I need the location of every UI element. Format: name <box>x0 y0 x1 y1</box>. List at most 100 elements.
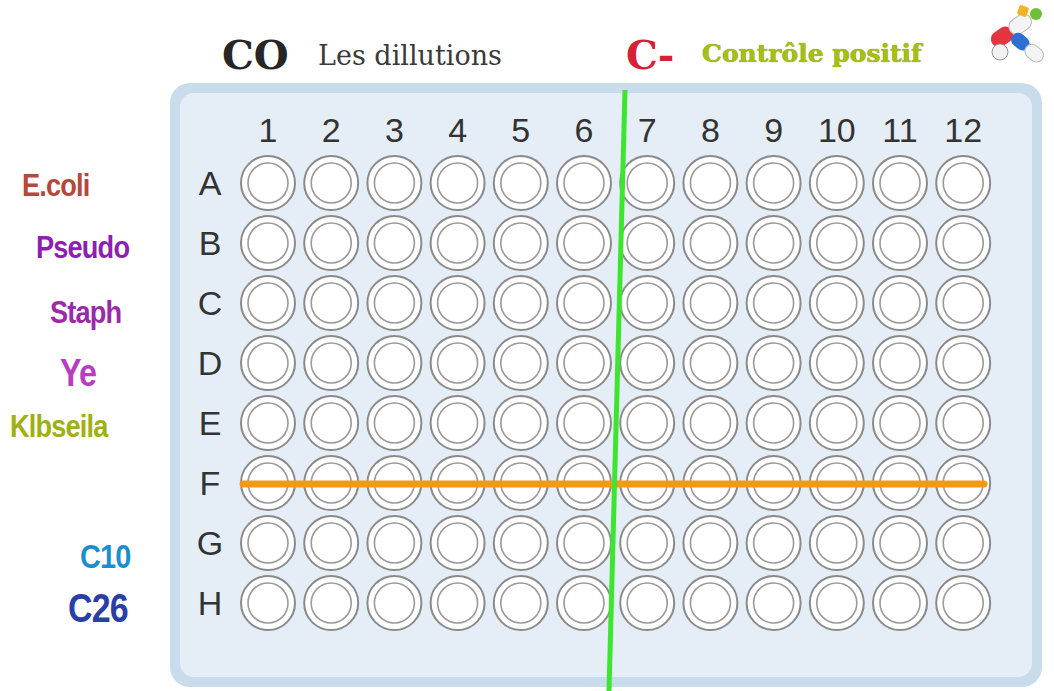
well-bottom <box>501 343 541 383</box>
well-bottom <box>374 343 414 383</box>
strain-label: Klbseila <box>10 410 108 442</box>
well-bottom <box>248 283 288 323</box>
well-bottom <box>817 583 857 623</box>
plate-frame <box>170 83 1042 687</box>
plate-surface <box>180 93 1032 677</box>
well <box>494 276 548 330</box>
well <box>747 576 801 630</box>
well-rim <box>494 276 548 330</box>
well-bottom <box>690 283 730 323</box>
row-letter: B <box>199 226 222 260</box>
well <box>431 396 485 450</box>
well-rim <box>241 276 295 330</box>
well-rim <box>810 156 864 210</box>
well <box>557 276 611 330</box>
well-rim <box>936 216 990 270</box>
well-rim <box>367 516 421 570</box>
well <box>620 276 674 330</box>
well-bottom <box>817 283 857 323</box>
well-bottom <box>627 403 667 443</box>
well-bottom <box>374 583 414 623</box>
well-rim <box>367 396 421 450</box>
header-label: CO <box>222 35 289 75</box>
well-rim <box>620 576 674 630</box>
well-bottom <box>817 223 857 263</box>
pill-icon <box>988 5 1047 65</box>
strain-label: C10 <box>80 539 130 573</box>
well-bottom <box>564 283 604 323</box>
well <box>873 276 927 330</box>
well-bottom <box>817 163 857 203</box>
well-rim <box>873 396 927 450</box>
well <box>810 216 864 270</box>
well <box>241 336 295 390</box>
well-bottom <box>690 523 730 563</box>
well-rim <box>557 516 611 570</box>
well-bottom <box>880 223 920 263</box>
well-bottom <box>311 583 351 623</box>
well <box>367 276 421 330</box>
well-bottom <box>943 223 983 263</box>
well-rim <box>304 516 358 570</box>
well-bottom <box>248 223 288 263</box>
well-rim <box>683 216 737 270</box>
well-rim <box>683 576 737 630</box>
well-bottom <box>564 523 604 563</box>
well <box>241 396 295 450</box>
well-bottom <box>880 583 920 623</box>
well-bottom <box>754 343 794 383</box>
well-rim <box>241 156 295 210</box>
well-bottom <box>880 163 920 203</box>
well-bottom <box>690 163 730 203</box>
well <box>367 576 421 630</box>
well-rim <box>431 276 485 330</box>
well-bottom <box>627 223 667 263</box>
well-bottom <box>311 163 351 203</box>
well-bottom <box>248 403 288 443</box>
well <box>936 396 990 450</box>
well-rim <box>620 216 674 270</box>
well <box>367 516 421 570</box>
well-rim <box>873 336 927 390</box>
well-rim <box>494 336 548 390</box>
well-bottom <box>754 163 794 203</box>
well <box>367 336 421 390</box>
well-bottom <box>943 343 983 383</box>
well-rim <box>494 216 548 270</box>
row-letter: G <box>197 526 223 560</box>
well <box>557 576 611 630</box>
well-rim <box>683 156 737 210</box>
well-bottom <box>501 163 541 203</box>
well-bottom <box>754 283 794 323</box>
column-number: 10 <box>818 113 856 147</box>
well-rim <box>873 276 927 330</box>
column-divider <box>609 90 625 691</box>
column-number: 3 <box>385 113 404 147</box>
tablet <box>992 44 1008 60</box>
well <box>810 156 864 210</box>
well <box>304 516 358 570</box>
well-rim <box>810 216 864 270</box>
well <box>304 156 358 210</box>
well-bottom <box>501 223 541 263</box>
tablet <box>1030 8 1042 20</box>
well-rim <box>936 396 990 450</box>
well-bottom <box>564 223 604 263</box>
well-rim <box>494 396 548 450</box>
well-bottom <box>754 403 794 443</box>
well-rim <box>367 216 421 270</box>
column-number: 7 <box>638 113 657 147</box>
column-number: 11 <box>882 113 917 147</box>
well <box>431 576 485 630</box>
well-bottom <box>248 163 288 203</box>
well <box>431 276 485 330</box>
well-rim <box>747 576 801 630</box>
well <box>873 396 927 450</box>
well <box>241 516 295 570</box>
well-bottom <box>438 343 478 383</box>
well-rim <box>557 216 611 270</box>
strain-label: Ye <box>60 354 96 392</box>
well-rim <box>873 216 927 270</box>
